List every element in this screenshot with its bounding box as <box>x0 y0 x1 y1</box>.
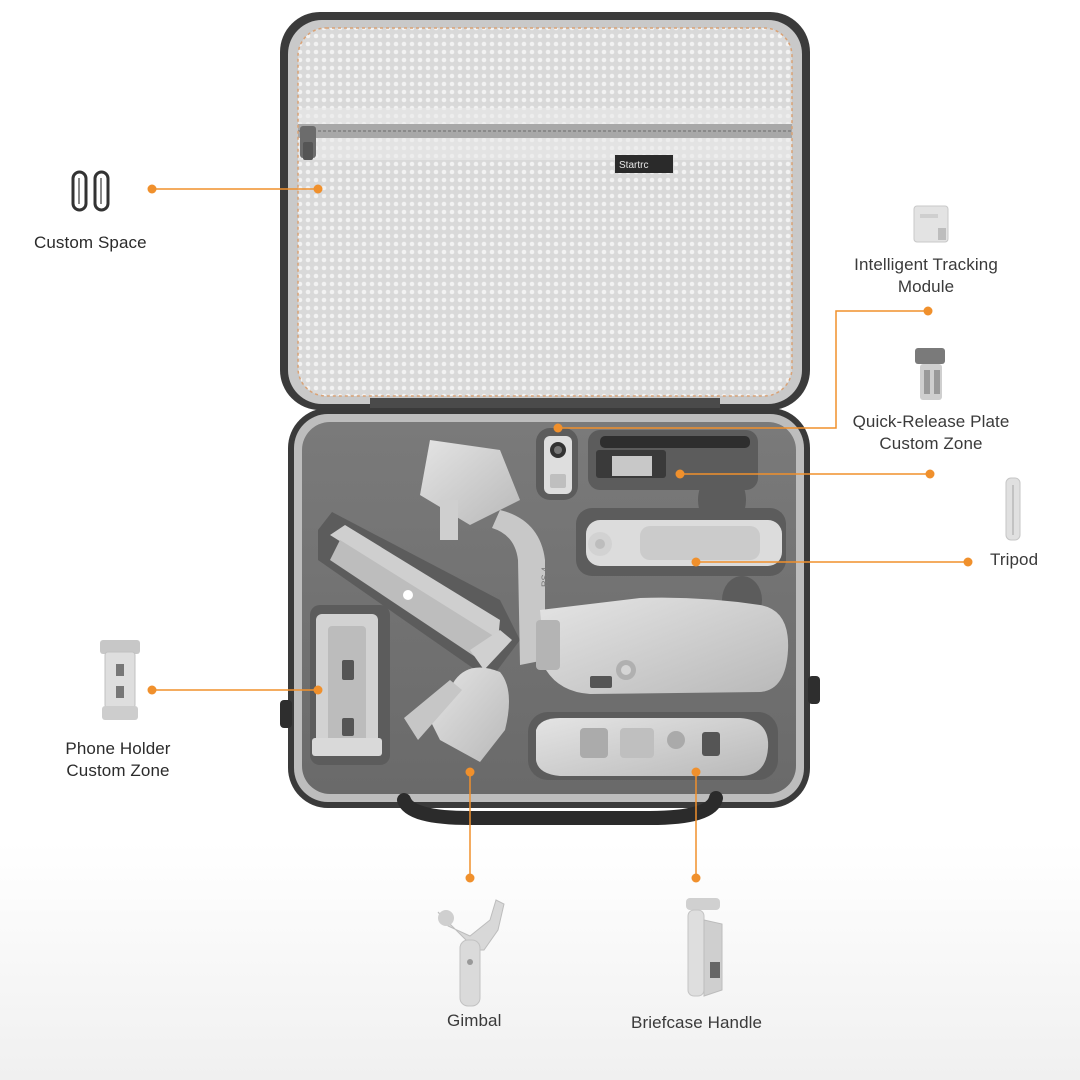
quick-release-plate-icon <box>915 348 945 400</box>
gimbal-label: Gimbal <box>447 1011 502 1030</box>
quick-release-label: Quick-Release Plate Custom Zone <box>846 411 1016 455</box>
callout-dots <box>147 184 973 883</box>
phone-holder-in-case <box>312 614 382 756</box>
tracking-module-label: Intelligent Tracking Module <box>846 254 1006 298</box>
gimbal-icon <box>437 899 505 1007</box>
case-lid: Startrc <box>280 12 810 410</box>
quick-release-label-line2: Custom Zone <box>879 434 983 453</box>
tracking-module-icon <box>913 205 949 243</box>
tripod-label: Tripod <box>990 550 1039 569</box>
phone-holder-label-line1: Phone Holder <box>65 739 171 758</box>
case-strap <box>397 791 723 825</box>
tripod-icon <box>1005 477 1021 541</box>
tracking-module-label-line1: Intelligent Tracking <box>854 255 998 274</box>
phone-holder-label-line2: Custom Zone <box>66 761 170 780</box>
phone-holder-icon <box>100 640 140 720</box>
briefcase-handle-label: Briefcase Handle <box>631 1013 763 1032</box>
callout-lines <box>152 188 968 878</box>
custom-space-label: Custom Space <box>34 233 147 252</box>
brand-tag <box>615 155 673 173</box>
svg-text:RS 4: RS 4 <box>540 567 550 587</box>
tracking-module-label-line2: Module <box>897 277 955 296</box>
briefcase-handle-in-case <box>536 718 769 776</box>
briefcase-handle-icon <box>686 898 723 997</box>
quick-release-label-line1: Quick-Release Plate <box>852 412 1010 431</box>
gimbal-in-case: RS 4 <box>330 440 789 762</box>
quick-release-plate-in-case <box>596 436 750 478</box>
cable-clips-icon <box>71 170 110 212</box>
tripod-in-case <box>586 520 782 566</box>
phone-holder-label: Phone Holder Custom Zone <box>54 738 182 782</box>
tracking-module-in-case <box>544 436 572 494</box>
brand-tag-text: Startrc <box>619 160 648 171</box>
